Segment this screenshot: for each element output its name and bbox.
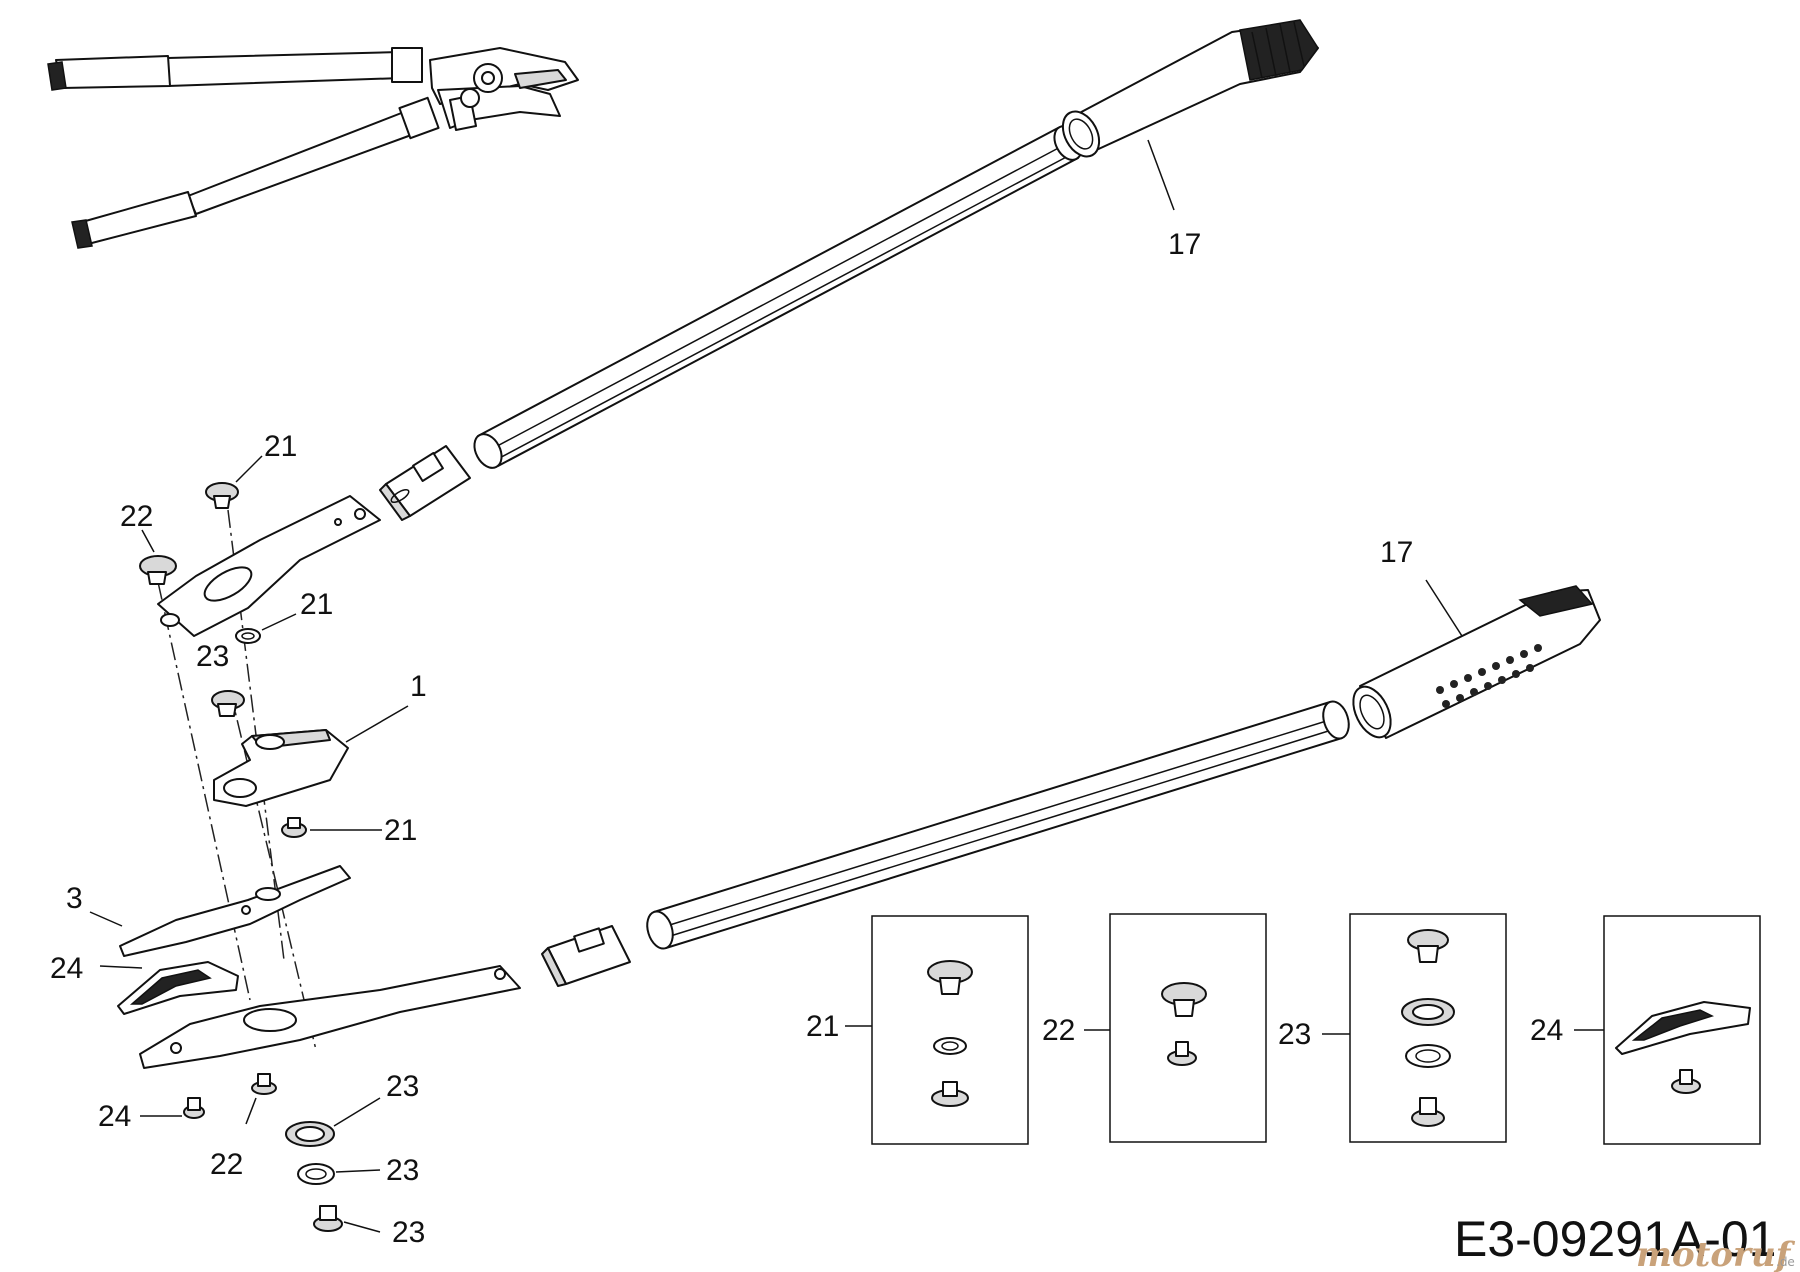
- label-pin-22: 22: [210, 1148, 243, 1181]
- label-cap-23-upper: 23: [196, 640, 229, 673]
- drawing-code: E3-09291A-01: [1454, 1211, 1776, 1267]
- upper-grip: 17: [1061, 19, 1319, 261]
- kit-22-label: 22: [1042, 1014, 1075, 1047]
- upper-handle-tube: [473, 125, 1083, 469]
- watermark-brand: motoruf: [1636, 1235, 1796, 1272]
- kit-23-label: 23: [1278, 1018, 1311, 1051]
- label-grip-top: 17: [1168, 228, 1201, 261]
- label-cap-22-top: 22: [120, 500, 153, 533]
- label-nut-21-lower: 21: [384, 814, 417, 847]
- kit-box-24: 24: [1530, 915, 1761, 1145]
- label-pin-24: 24: [98, 1100, 131, 1133]
- lower-grip: 17: [1352, 536, 1601, 739]
- label-anvil-24: 24: [50, 952, 83, 985]
- exploded-head-assembly: 21 22 21 23 1 21 3: [50, 430, 521, 1249]
- kit-24-label: 24: [1530, 1014, 1563, 1047]
- label-washer-23-b: 23: [386, 1154, 419, 1187]
- kit-21-label: 21: [806, 1010, 839, 1043]
- label-cutting-blade-3: 3: [66, 882, 83, 915]
- kit-box-22: 22: [1042, 913, 1267, 1143]
- upper-tube-connector: [379, 445, 471, 521]
- label-washer-23-a: 23: [386, 1070, 419, 1103]
- label-grip-bottom: 17: [1380, 536, 1413, 569]
- label-washer-21-upper: 21: [300, 588, 333, 621]
- kit-box-21: 21: [806, 915, 1029, 1145]
- label-cap-21-top: 21: [264, 430, 297, 463]
- watermark-tld: .de: [1776, 1255, 1795, 1269]
- lower-tube-connector: [541, 925, 631, 987]
- label-nut-23: 23: [392, 1216, 425, 1249]
- watermark-logo: motoruf .de: [1636, 1235, 1796, 1272]
- lopper-overview: [47, 47, 579, 249]
- lower-handle-tube: [646, 700, 1350, 950]
- label-hook-blade-1: 1: [410, 670, 427, 703]
- kit-box-23: 23: [1278, 913, 1507, 1143]
